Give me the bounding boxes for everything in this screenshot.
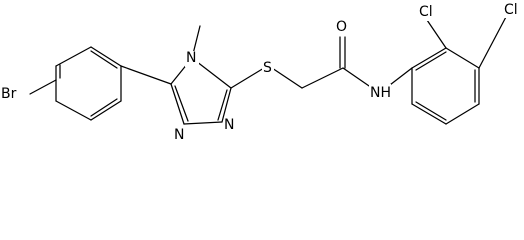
dichlorophenyl-ring — [411, 14, 508, 125]
oxygen-label: O — [336, 19, 347, 35]
bromine-label: Br — [1, 86, 17, 102]
methylene-carbonyl-bond — [301, 67, 344, 89]
chlorine-ortho-label: Cl — [419, 4, 433, 20]
structure-diagram: Br N N N S O NH Cl Cl — [0, 2, 522, 144]
nitrogen-ring-label-a: N — [224, 117, 234, 133]
triazole-ring — [170, 25, 232, 125]
aryl-triazole-bond — [120, 65, 172, 85]
nitrogen-ring-label-b: N — [174, 127, 184, 143]
atom-labels: Br N N N S O NH Cl Cl — [0, 2, 522, 144]
sulfur-label: S — [263, 60, 272, 76]
amide-bond — [342, 67, 373, 89]
bromophenyl-ring — [29, 46, 122, 121]
chlorine-para-label: Cl — [504, 2, 518, 18]
sulfur-methylene-bond — [271, 67, 303, 89]
amide-nh-label: NH — [370, 85, 391, 101]
nitrogen-methyl-label: N — [186, 50, 196, 66]
triazole-sulfur-bond — [230, 67, 265, 89]
